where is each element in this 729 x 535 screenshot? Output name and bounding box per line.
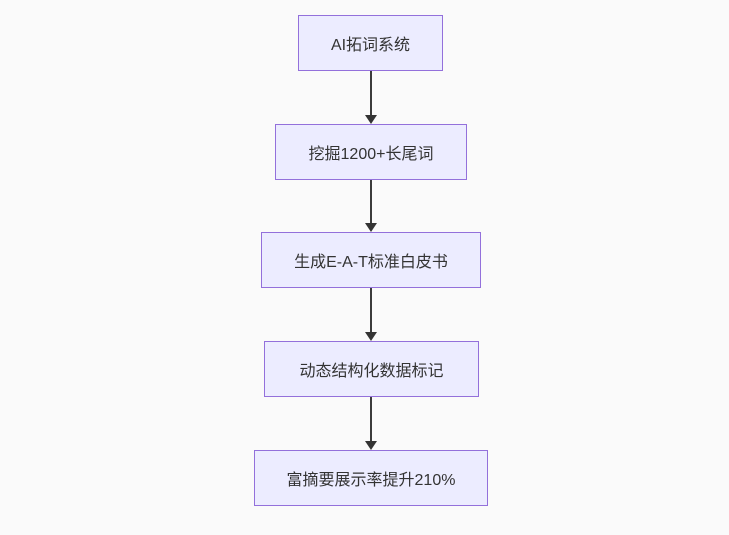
flow-node-eat-whitepaper: 生成E-A-T标准白皮书 bbox=[261, 232, 481, 288]
flow-node-label: 挖掘1200+长尾词 bbox=[308, 146, 434, 163]
flow-node-structured-data-markup: 动态结构化数据标记 bbox=[264, 341, 479, 397]
arrowhead-down-icon bbox=[365, 115, 377, 124]
arrow-line bbox=[370, 71, 372, 115]
flow-arrow-1 bbox=[364, 71, 378, 124]
flow-node-label: 生成E-A-T标准白皮书 bbox=[294, 254, 448, 271]
arrowhead-down-icon bbox=[365, 223, 377, 232]
flow-node-label: AI拓词系统 bbox=[330, 37, 411, 54]
flow-arrow-3 bbox=[364, 288, 378, 341]
arrowhead-down-icon bbox=[365, 332, 377, 341]
flow-arrow-2 bbox=[364, 180, 378, 232]
arrow-line bbox=[370, 397, 372, 441]
flow-node-longtail-mining: 挖掘1200+长尾词 bbox=[275, 124, 467, 180]
arrow-line bbox=[370, 288, 372, 332]
flow-arrow-4 bbox=[364, 397, 378, 450]
flow-node-label: 动态结构化数据标记 bbox=[299, 363, 444, 380]
flow-node-label: 富摘要展示率提升210% bbox=[286, 472, 456, 489]
flow-node-ai-expansion-system: AI拓词系统 bbox=[298, 15, 443, 71]
arrowhead-down-icon bbox=[365, 441, 377, 450]
arrow-line bbox=[370, 180, 372, 223]
flow-node-rich-snippet-rate: 富摘要展示率提升210% bbox=[254, 450, 488, 506]
